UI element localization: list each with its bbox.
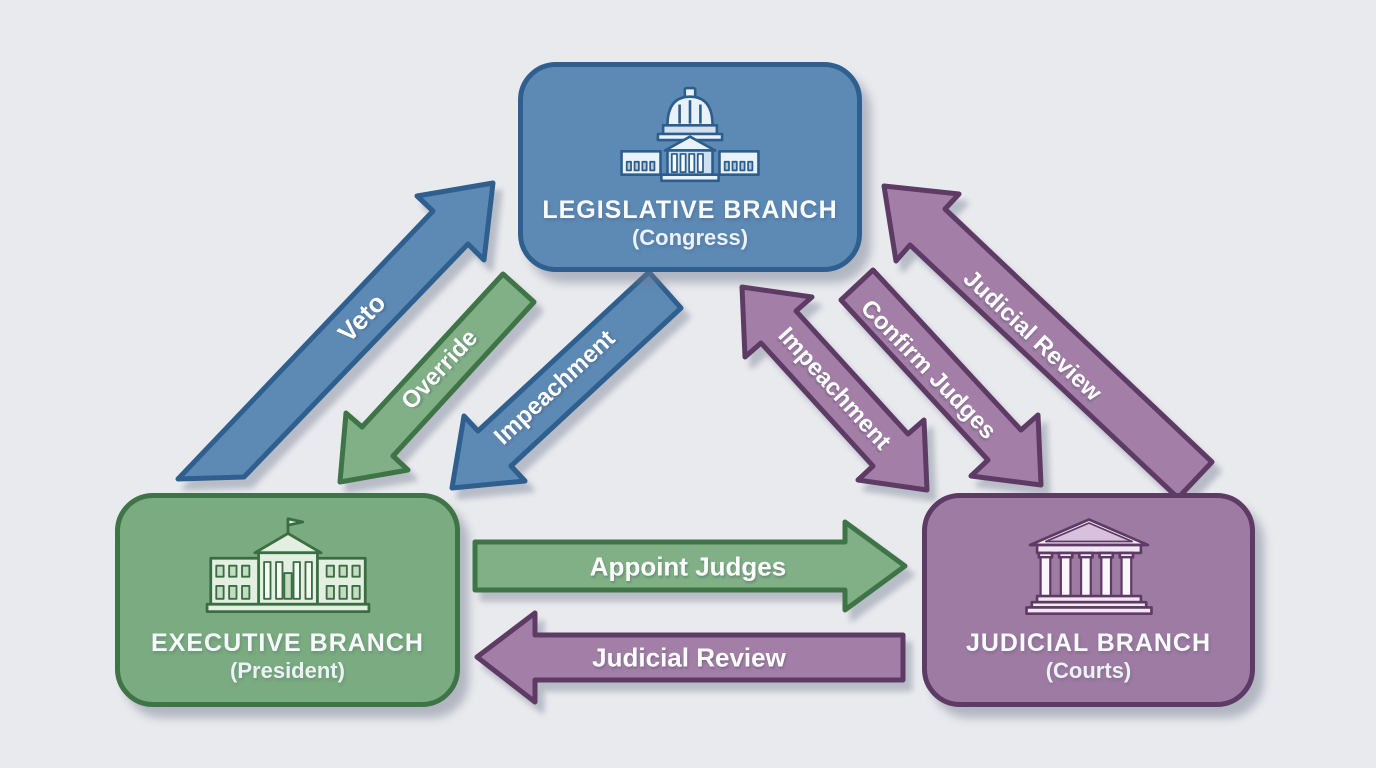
judicial-review-legislative-arrow bbox=[881, 183, 1215, 501]
judicial-review-executive-arrow bbox=[474, 610, 906, 705]
white-house-icon bbox=[205, 517, 370, 613]
capitol-building-icon bbox=[620, 87, 760, 183]
judicial-branch-title: JUDICIAL BRANCH bbox=[965, 629, 1212, 658]
courthouse-icon bbox=[1024, 518, 1153, 616]
judicial-branch-box: JUDICIAL BRANCH (Courts) bbox=[922, 493, 1255, 707]
legislative-branch-box: LEGISLATIVE BRANCH (Congress) bbox=[518, 62, 862, 272]
executive-branch-subtitle: (President) bbox=[230, 657, 345, 683]
appoint-judges-arrow bbox=[472, 519, 908, 613]
legislative-branch-title: LEGISLATIVE BRANCH bbox=[542, 196, 838, 225]
judicial-review-executive-arrow-label: Judicial Review bbox=[592, 642, 786, 673]
veto-arrow bbox=[175, 180, 496, 482]
executive-branch-title: EXECUTIVE BRANCH bbox=[151, 628, 424, 657]
override-arrow bbox=[337, 271, 537, 485]
impeachment-judicial-arrow bbox=[739, 284, 930, 493]
confirm-judges-arrow bbox=[838, 267, 1044, 488]
judicial-branch-subtitle: (Courts) bbox=[1045, 658, 1132, 684]
executive-branch-box: EXECUTIVE BRANCH (President) bbox=[115, 493, 460, 707]
impeachment-executive-arrow bbox=[449, 269, 684, 491]
appoint-judges-arrow-label: Appoint Judges bbox=[589, 551, 787, 582]
legislative-branch-subtitle: (Congress) bbox=[631, 225, 749, 251]
